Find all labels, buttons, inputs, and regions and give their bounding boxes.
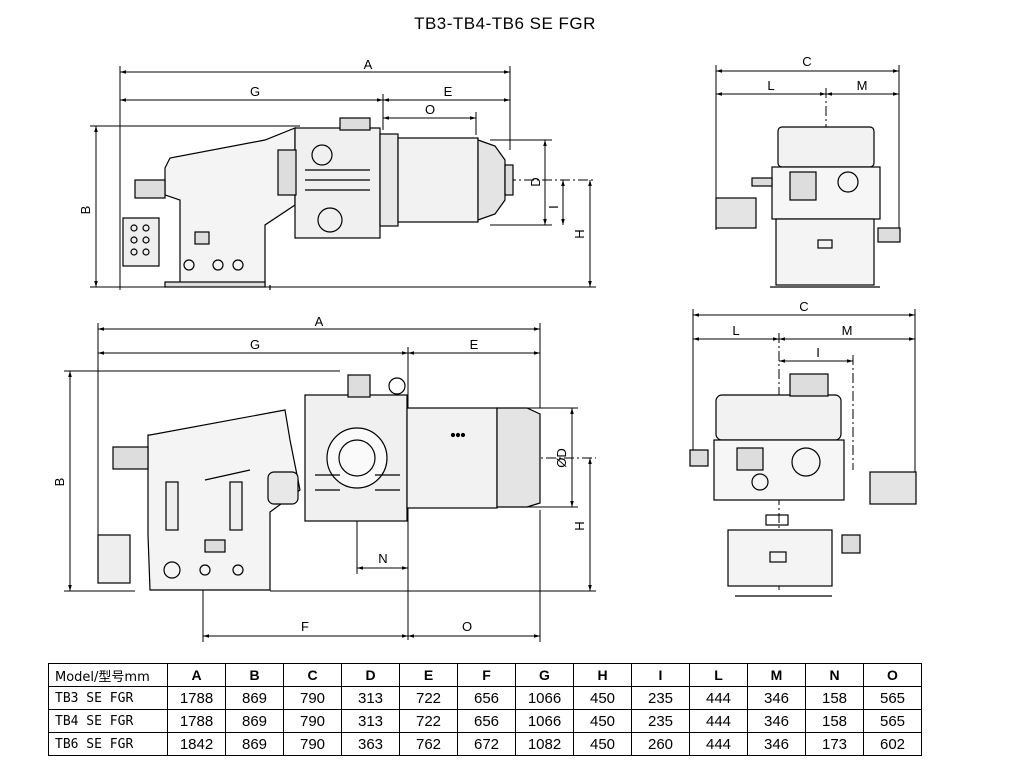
bottom-front-label-c: C [799,299,808,314]
bottom-side-view: A G E B ØD H N F O [52,314,596,642]
table-cell: 173 [805,732,864,756]
top-side-label-b: B [78,206,93,215]
bottom-side-label-h: H [572,521,587,530]
top-side-view: A G E O B D I H [78,57,596,290]
table-header-d: D [341,663,400,687]
table-cell-model: TB6 SE FGR [48,732,168,756]
bottom-side-label-e: E [470,337,479,352]
table-header-g: G [515,663,574,687]
table-cell: 313 [341,686,400,710]
table-cell: 450 [573,709,632,733]
table-header-n: N [805,663,864,687]
table-cell: 235 [631,709,690,733]
table-cell: 1082 [515,732,574,756]
table-header-m: M [747,663,806,687]
table-cell: 444 [689,686,748,710]
table-cell: 444 [689,709,748,733]
table-cell: 346 [747,732,806,756]
table-cell: 602 [863,732,922,756]
table-cell: 313 [341,709,400,733]
bottom-front-label-i: I [816,345,820,360]
top-side-label-h: H [572,229,587,238]
top-side-label-a: A [364,57,373,72]
bottom-front-view: C L M I [689,299,917,597]
table-header-a: A [167,663,226,687]
top-front-view: C L M [715,54,901,288]
bottom-front-label-l: L [732,323,739,338]
table-cell: 869 [225,732,284,756]
table-header-l: L [689,663,748,687]
table-cell: 1066 [515,709,574,733]
table-cell: 565 [863,686,922,710]
top-side-label-i: I [546,205,561,209]
table-cell: 444 [689,732,748,756]
table-cell: 260 [631,732,690,756]
table-cell: 722 [399,686,458,710]
table-cell: 158 [805,686,864,710]
bottom-side-label-f: F [301,619,309,634]
bottom-side-label-o: O [462,619,472,634]
table-header-h: H [573,663,632,687]
top-side-label-d: D [528,177,543,186]
top-front-label-l: L [767,78,774,93]
top-front-label-m: M [857,78,868,93]
table-cell: 672 [457,732,516,756]
table-cell: 722 [399,709,458,733]
top-front-burner-body [715,126,901,288]
table-cell: 346 [747,686,806,710]
table-cell: 565 [863,709,922,733]
table-cell: 762 [399,732,458,756]
table-cell: 790 [283,732,342,756]
table-cell: 869 [225,709,284,733]
table-cell-model: TB4 SE FGR [48,709,168,733]
table-cell: 158 [805,709,864,733]
top-side-label-e: E [444,84,453,99]
table-header-f: F [457,663,516,687]
table-row: TB6 SE FGR 1842 869 790 363 762 672 1082… [48,732,922,756]
bottom-front-label-m: M [842,323,853,338]
table-cell: 656 [457,709,516,733]
top-front-label-c: C [802,54,811,69]
top-side-label-g: G [250,84,260,99]
table-cell-model: TB3 SE FGR [48,686,168,710]
table-header-model: Model/型号mm [48,663,168,687]
bottom-side-label-n: N [378,551,387,566]
top-side-dimensions: A G E O B D I H [78,57,596,290]
table-cell: 363 [341,732,400,756]
bottom-side-label-b: B [52,478,67,487]
table-cell: 1066 [515,686,574,710]
table-cell: 450 [573,686,632,710]
table-cell: 450 [573,732,632,756]
bottom-front-burner-body [689,373,917,597]
table-cell: 1842 [167,732,226,756]
table-header-b: B [225,663,284,687]
technical-drawing: A G E O B D I H [52,54,917,642]
dimension-table: Model/型号mm A B C D E F G H I L M N O TB3… [48,663,922,756]
table-header-i: I [631,663,690,687]
bottom-side-label-a: A [315,314,324,329]
table-cell: 869 [225,686,284,710]
top-side-label-o: O [425,102,435,117]
bottom-side-label-g: G [250,337,260,352]
bottom-side-burner-body [97,374,541,591]
table-cell: 235 [631,686,690,710]
table-cell: 1788 [167,686,226,710]
table-row: TB3 SE FGR 1788 869 790 313 722 656 1066… [48,686,922,710]
table-cell: 346 [747,709,806,733]
table-header-row: Model/型号mm A B C D E F G H I L M N O [48,663,922,687]
table-header-o: O [863,663,922,687]
table-row: TB4 SE FGR 1788 869 790 313 722 656 1066… [48,709,922,733]
top-side-burner-body [122,117,514,290]
drawing-title: TB3-TB4-TB6 SE FGR [414,14,596,33]
table-cell: 790 [283,709,342,733]
table-header-c: C [283,663,342,687]
table-cell: 790 [283,686,342,710]
table-cell: 1788 [167,709,226,733]
table-header-e: E [399,663,458,687]
table-cell: 656 [457,686,516,710]
bottom-side-label-d: ØD [554,448,569,468]
